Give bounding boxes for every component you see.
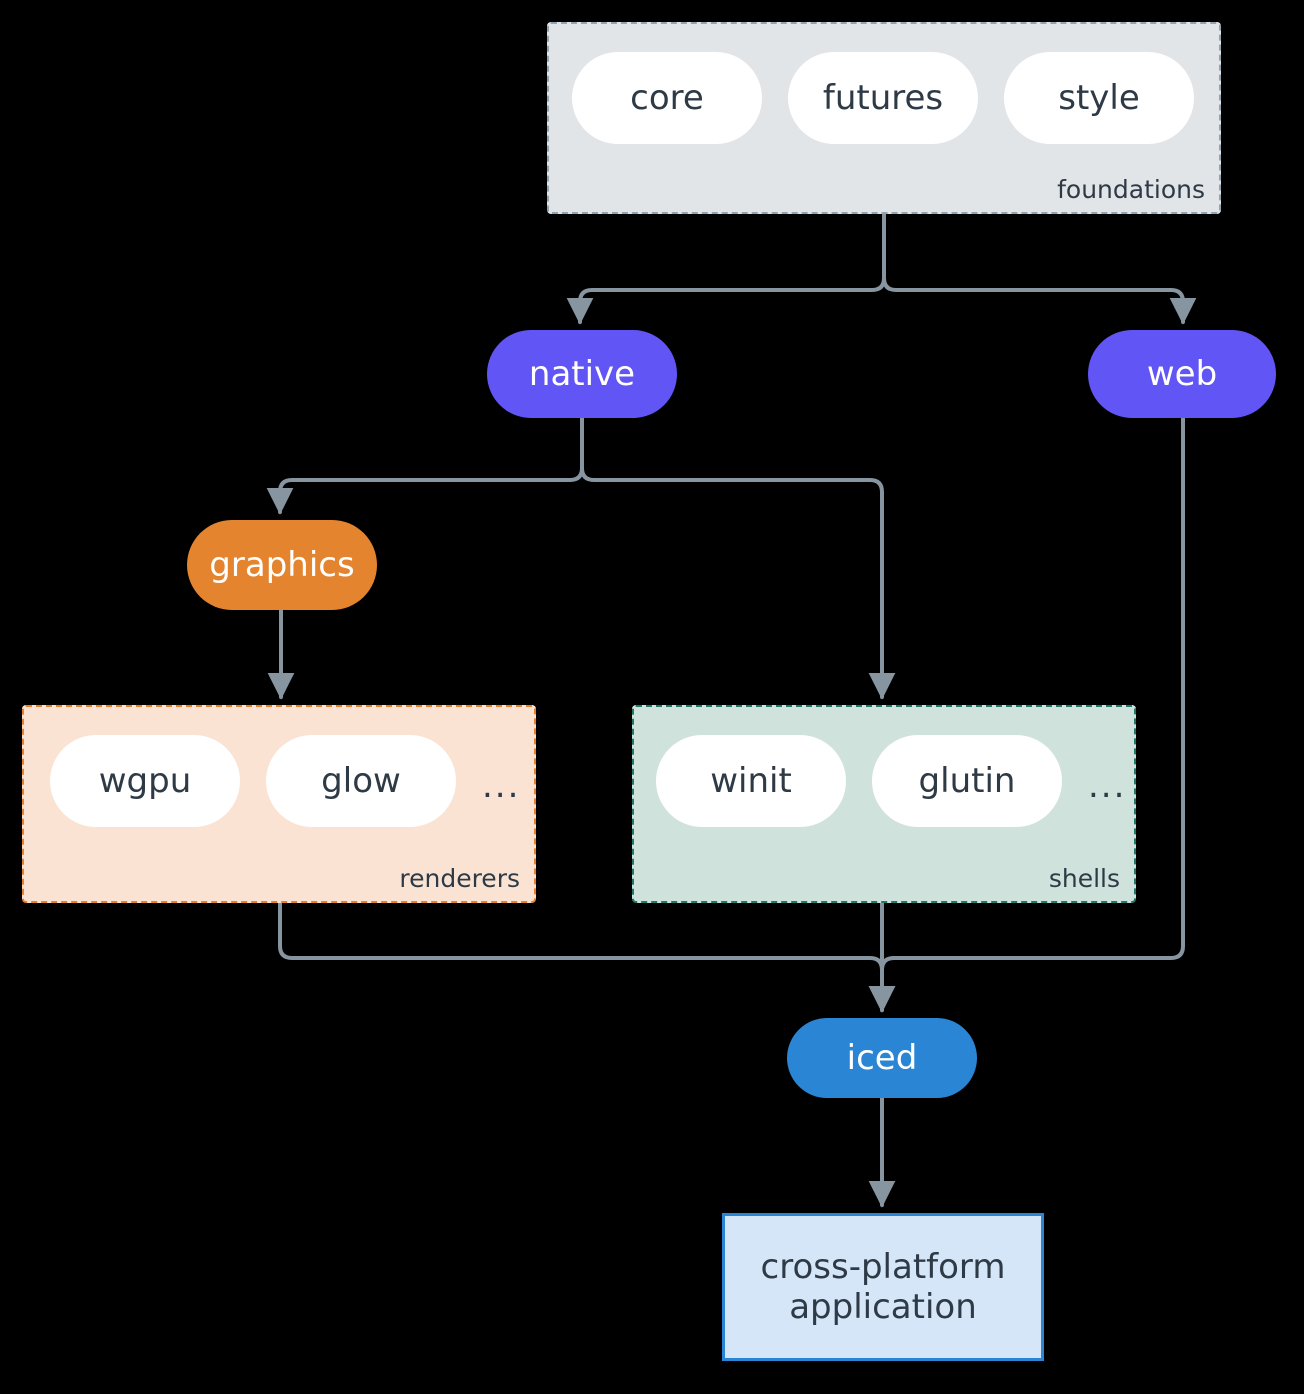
node-glutin-label: glutin bbox=[918, 760, 1016, 801]
node-graphics[interactable]: graphics bbox=[187, 520, 377, 610]
cluster-renderers-label: renderers bbox=[399, 864, 520, 893]
cluster-shells-label: shells bbox=[1048, 864, 1120, 893]
node-native-label: native bbox=[528, 353, 636, 394]
node-futures[interactable]: futures bbox=[788, 52, 978, 144]
node-wgpu-label: wgpu bbox=[98, 760, 192, 801]
node-style[interactable]: style bbox=[1004, 52, 1194, 144]
node-web[interactable]: web bbox=[1088, 330, 1276, 418]
node-web-label: web bbox=[1146, 353, 1218, 394]
node-wgpu[interactable]: wgpu bbox=[50, 735, 240, 827]
node-futures-label: futures bbox=[822, 77, 944, 118]
node-iced[interactable]: iced bbox=[787, 1018, 977, 1098]
edge-foundations-web bbox=[882, 212, 1197, 325]
shells-overflow-ellipsis: ... bbox=[1088, 766, 1127, 806]
node-application-label-line2: application bbox=[789, 1287, 977, 1327]
node-glow-label: glow bbox=[321, 760, 401, 801]
node-winit-label: winit bbox=[710, 760, 792, 801]
node-core-label: core bbox=[630, 77, 704, 118]
edge-foundations-native bbox=[566, 212, 886, 325]
node-iced-label: iced bbox=[846, 1037, 918, 1078]
edge-native-graphics bbox=[266, 416, 584, 515]
node-style-label: style bbox=[1058, 77, 1140, 118]
node-native[interactable]: native bbox=[487, 330, 677, 418]
cluster-foundations-label: foundations bbox=[1057, 175, 1205, 204]
node-cross-platform-application[interactable]: cross-platform application bbox=[722, 1213, 1044, 1361]
node-glutin[interactable]: glutin bbox=[872, 735, 1062, 827]
node-glow[interactable]: glow bbox=[266, 735, 456, 827]
edge-renderers-iced bbox=[278, 901, 896, 1013]
edge-native-shells bbox=[580, 416, 896, 700]
node-graphics-label: graphics bbox=[209, 544, 355, 585]
node-winit[interactable]: winit bbox=[656, 735, 846, 827]
renderers-overflow-ellipsis: ... bbox=[482, 766, 521, 806]
node-core[interactable]: core bbox=[572, 52, 762, 144]
node-application-label-line1: cross-platform bbox=[760, 1246, 1006, 1287]
